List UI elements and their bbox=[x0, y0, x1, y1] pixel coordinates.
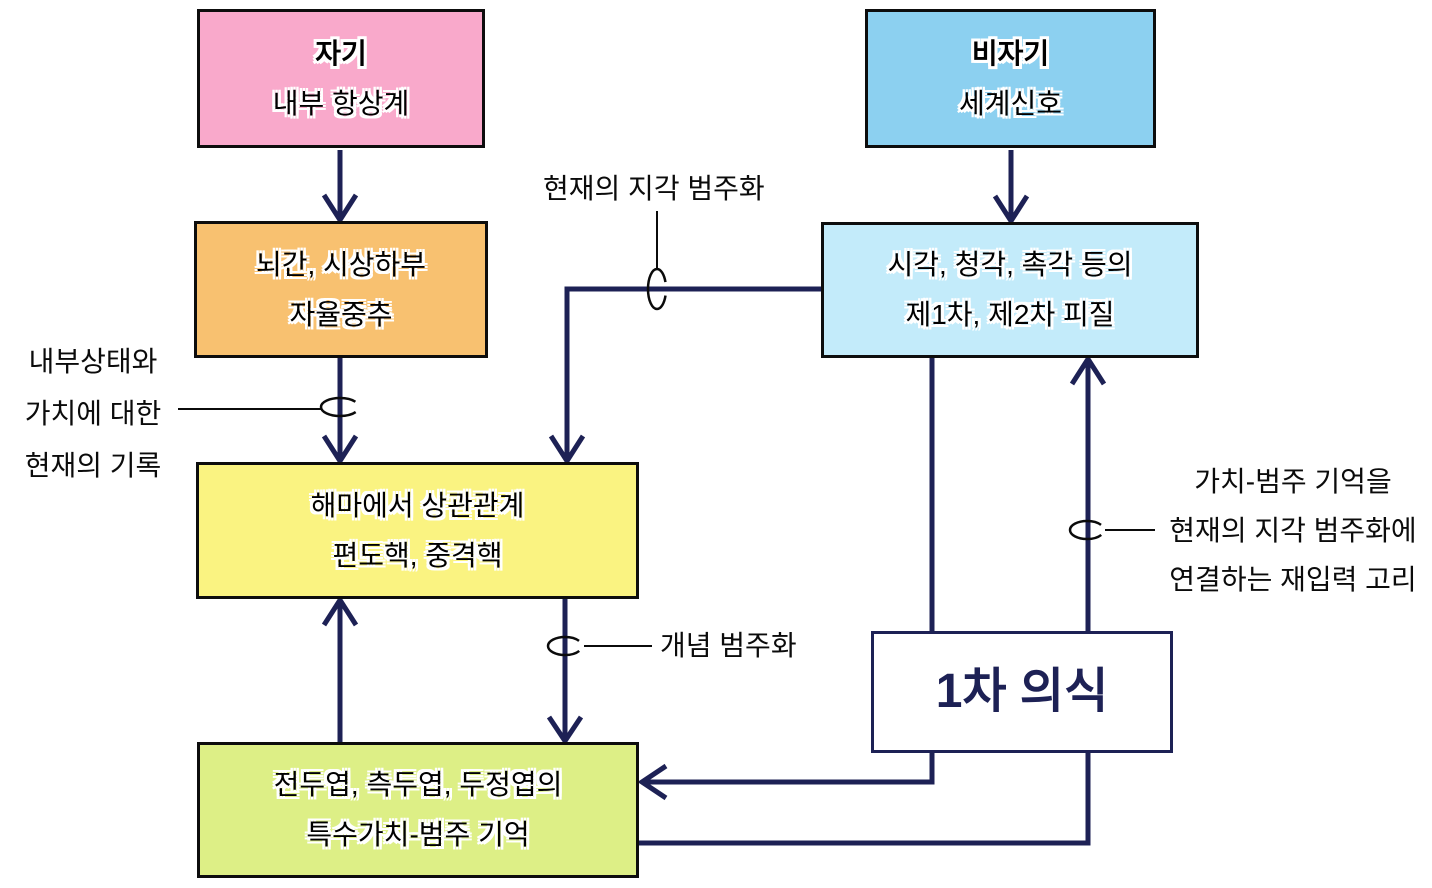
box-brainstem: 뇌간, 시상하부 자율중추 bbox=[194, 221, 488, 358]
annotation-internal-state-record-line3: 현재의 기록 bbox=[24, 450, 162, 481]
loop-perceptual-categorization-symbol bbox=[646, 211, 668, 311]
box-nonself-subtitle: 세계신호 bbox=[958, 87, 1063, 119]
box-nonself-title: 비자기 bbox=[971, 37, 1050, 69]
annotation-reentrant-loop: 가치-범주 기억을 현재의 지각 범주화에 연결하는 재입력 고리 bbox=[1160, 457, 1426, 604]
arrow-memory-to-cortex bbox=[639, 354, 1107, 846]
annotation-perceptual-categorization: 현재의 지각 범주화 bbox=[543, 173, 765, 204]
box-nonself: 비자기 세계신호 bbox=[865, 9, 1156, 148]
box-self-title: 자기 bbox=[315, 37, 367, 69]
box-value-memory-line1: 전두엽, 측두엽, 두정엽의 bbox=[273, 769, 563, 800]
loop-conceptual-categorization-symbol bbox=[546, 635, 652, 657]
box-cortex: 시각, 청각, 촉각 등의 제1차, 제2차 피질 bbox=[821, 222, 1199, 358]
loop-reentrant-symbol bbox=[1068, 519, 1155, 541]
box-self-subtitle: 내부 항상계 bbox=[272, 87, 410, 119]
box-value-memory-line2: 특수가치-범주 기억 bbox=[306, 819, 530, 850]
arrow-cortex-to-memory bbox=[637, 358, 935, 801]
box-hippocampus: 해마에서 상관관계 편도핵, 중격핵 bbox=[196, 462, 639, 599]
box-hippocampus-line1: 해마에서 상관관계 bbox=[310, 489, 525, 521]
box-primary-consciousness-label: 1차 의식 bbox=[935, 665, 1109, 718]
annotation-reentrant-loop-line3: 연결하는 재입력 고리 bbox=[1169, 564, 1417, 595]
arrow-brainstem-to-hippocampus bbox=[321, 358, 359, 466]
annotation-reentrant-loop-line2: 현재의 지각 범주화에 bbox=[1169, 515, 1417, 546]
annotation-reentrant-loop-line1: 가치-범주 기억을 bbox=[1194, 466, 1392, 497]
arrow-cortex-to-hippocampus bbox=[548, 286, 821, 466]
box-primary-consciousness: 1차 의식 bbox=[871, 631, 1173, 753]
box-self: 자기 내부 항상계 bbox=[197, 9, 485, 148]
box-cortex-line1: 시각, 청각, 촉각 등의 bbox=[887, 249, 1133, 280]
box-cortex-line2: 제1차, 제2차 피질 bbox=[905, 299, 1115, 330]
annotation-internal-state-record: 내부상태와 가치에 대한 현재의 기록 bbox=[5, 336, 181, 492]
arrow-hippocampus-to-memory bbox=[546, 599, 584, 746]
arrow-nonself-to-cortex bbox=[992, 150, 1030, 226]
arrow-memory-to-hippocampus bbox=[321, 595, 359, 742]
arrow-self-to-brainstem bbox=[321, 150, 359, 225]
loop-internal-record-symbol bbox=[178, 396, 361, 418]
box-value-memory: 전두엽, 측두엽, 두정엽의 특수가치-범주 기억 bbox=[197, 742, 639, 878]
box-hippocampus-line2: 편도핵, 중격핵 bbox=[332, 539, 503, 571]
annotation-conceptual-categorization: 개념 범주화 bbox=[660, 630, 797, 661]
box-brainstem-line2: 자율중추 bbox=[289, 298, 393, 330]
annotation-internal-state-record-line1: 내부상태와 bbox=[28, 346, 158, 377]
box-brainstem-line1: 뇌간, 시상하부 bbox=[255, 248, 427, 280]
annotation-internal-state-record-line2: 가치에 대한 bbox=[24, 398, 162, 429]
